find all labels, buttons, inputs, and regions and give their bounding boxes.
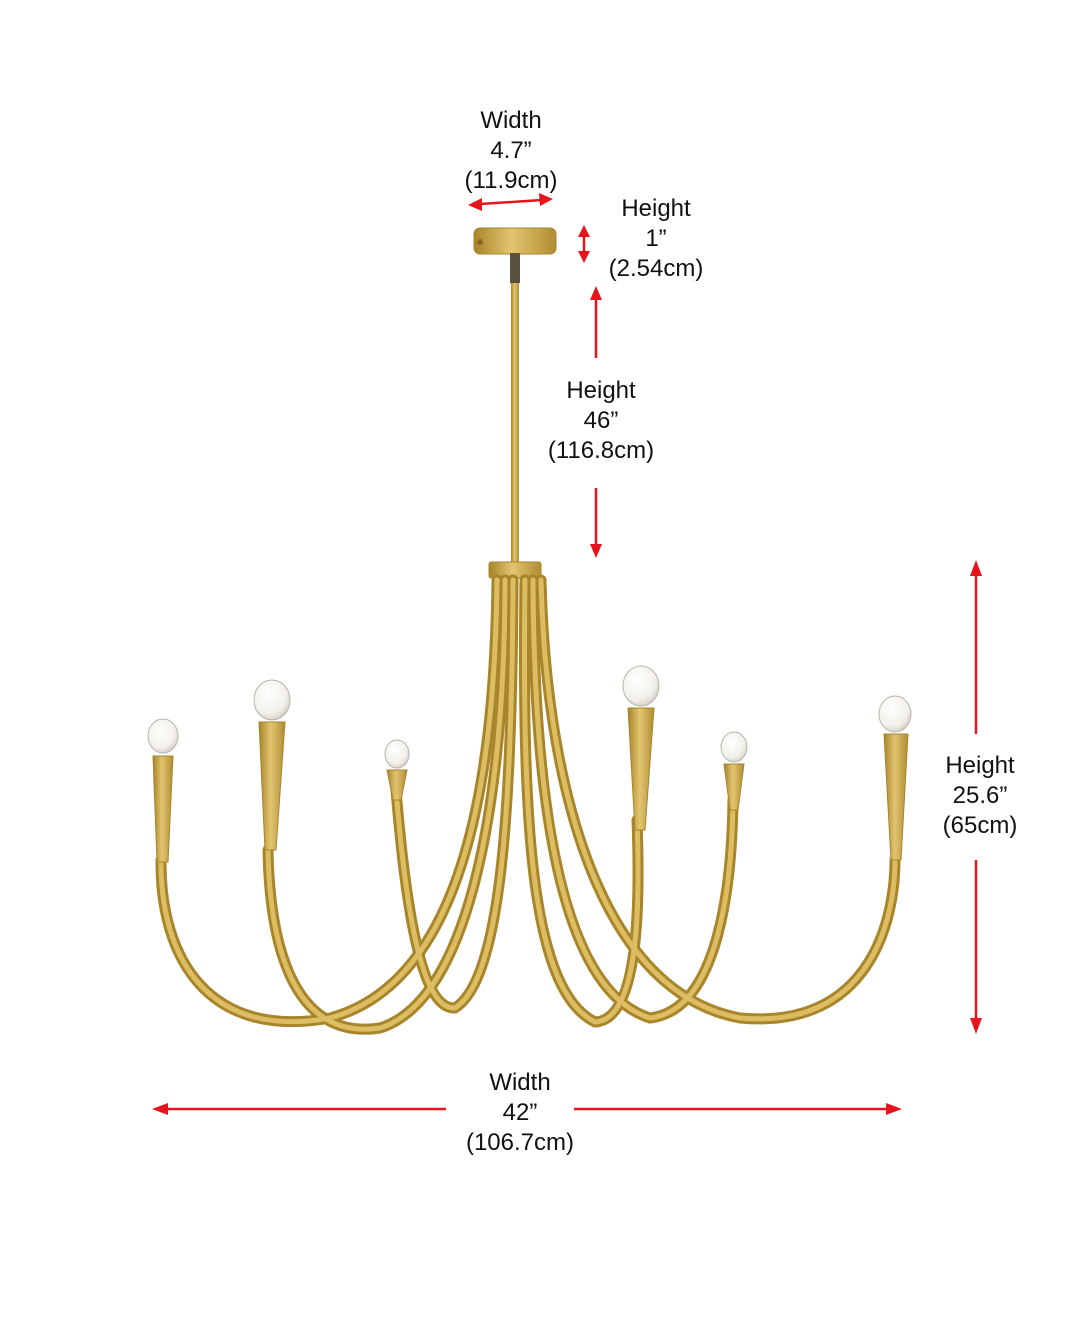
- rod-height-imperial: 46”: [583, 407, 619, 434]
- canopy-width-imperial: 4.7”: [490, 137, 532, 164]
- fixture-height-title: Height: [945, 752, 1015, 779]
- canopy-height-title: Height: [621, 195, 691, 222]
- rod-height-metric: (116.8cm): [547, 437, 655, 464]
- fixture-height-metric: (65cm): [942, 812, 1018, 839]
- fixture-height-imperial: 25.6”: [952, 782, 1008, 809]
- canopy-width-label: Width 4.7” (11.9cm): [446, 106, 576, 196]
- canopy-height-imperial: 1”: [645, 225, 667, 252]
- bulb-icon: [147, 665, 912, 769]
- fixture-height-label: Height 25.6” (65cm): [920, 751, 1040, 841]
- canopy-icon: [473, 227, 557, 283]
- dimension-arrow-icon: [152, 193, 982, 1115]
- canopy-width-metric: (11.9cm): [464, 167, 558, 194]
- fixture-width-imperial: 42”: [502, 1099, 538, 1126]
- fixture-width-metric: (106.7cm): [465, 1129, 575, 1156]
- rod-height-title: Height: [566, 377, 636, 404]
- rod-icon: [488, 283, 542, 579]
- canopy-height-metric: (2.54cm): [608, 255, 704, 282]
- rod-height-label: Height 46” (116.8cm): [536, 376, 666, 466]
- candle-cups: [152, 707, 909, 863]
- fixture-width-label: Width 42” (106.7cm): [450, 1068, 590, 1158]
- chandelier-arm-icon: [155, 574, 901, 1035]
- canopy-width-title: Width: [480, 107, 542, 134]
- fixture-width-title: Width: [489, 1069, 551, 1096]
- canopy-height-label: Height 1” (2.54cm): [596, 194, 716, 284]
